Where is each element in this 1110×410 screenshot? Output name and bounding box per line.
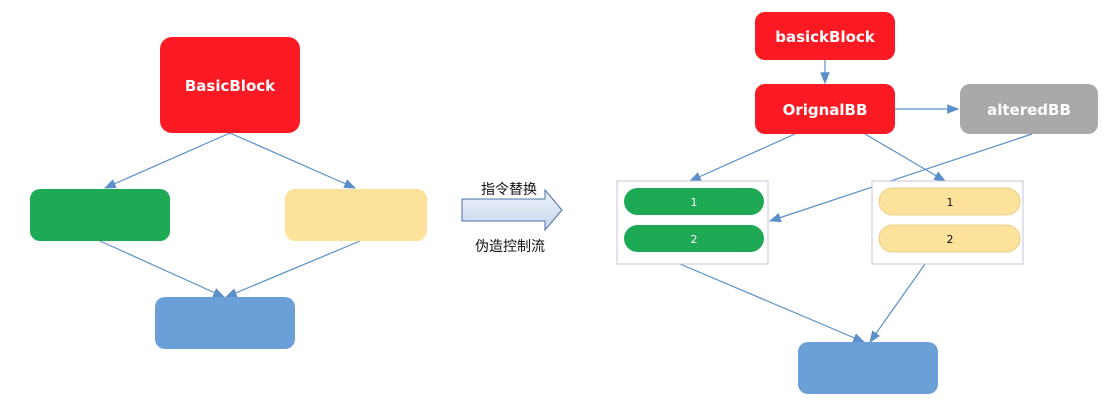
edge [688,133,796,182]
edge [768,133,1033,223]
green-block [30,189,170,241]
green-pill-label: 1 [691,196,698,209]
green-pill-label: 2 [691,233,698,246]
blue-block [155,297,295,349]
yellow-pill-label: 2 [947,233,954,246]
original-bb-label: OrignalBB [783,101,868,119]
label-instruction-substitution: 指令替换 [481,181,537,198]
edge [224,240,361,298]
yellow-block [285,189,427,241]
edge [103,132,231,189]
blue-block [798,342,938,394]
basic-block [160,37,300,133]
yellow-pill [878,187,1021,216]
altered-bb-label: alteredBB [987,101,1071,119]
original-bb [755,84,895,134]
altered-bb [960,84,1098,134]
edge [99,240,226,298]
edge [229,132,357,189]
yellow-pill [878,224,1021,253]
edges [99,60,1033,343]
basic-block-label: BasicBlock [185,77,276,95]
edge [869,263,926,343]
transform-arrow-icon [461,188,563,232]
label-bogus-control-flow: 伪造控制流 [475,239,545,255]
edge [679,263,866,343]
basick-block [755,12,895,60]
green-pill [624,188,764,215]
edge [864,133,947,182]
basick-block-label: basickBlock [775,28,876,46]
green-pill [624,225,764,252]
yellow-pill-label: 1 [947,196,954,209]
